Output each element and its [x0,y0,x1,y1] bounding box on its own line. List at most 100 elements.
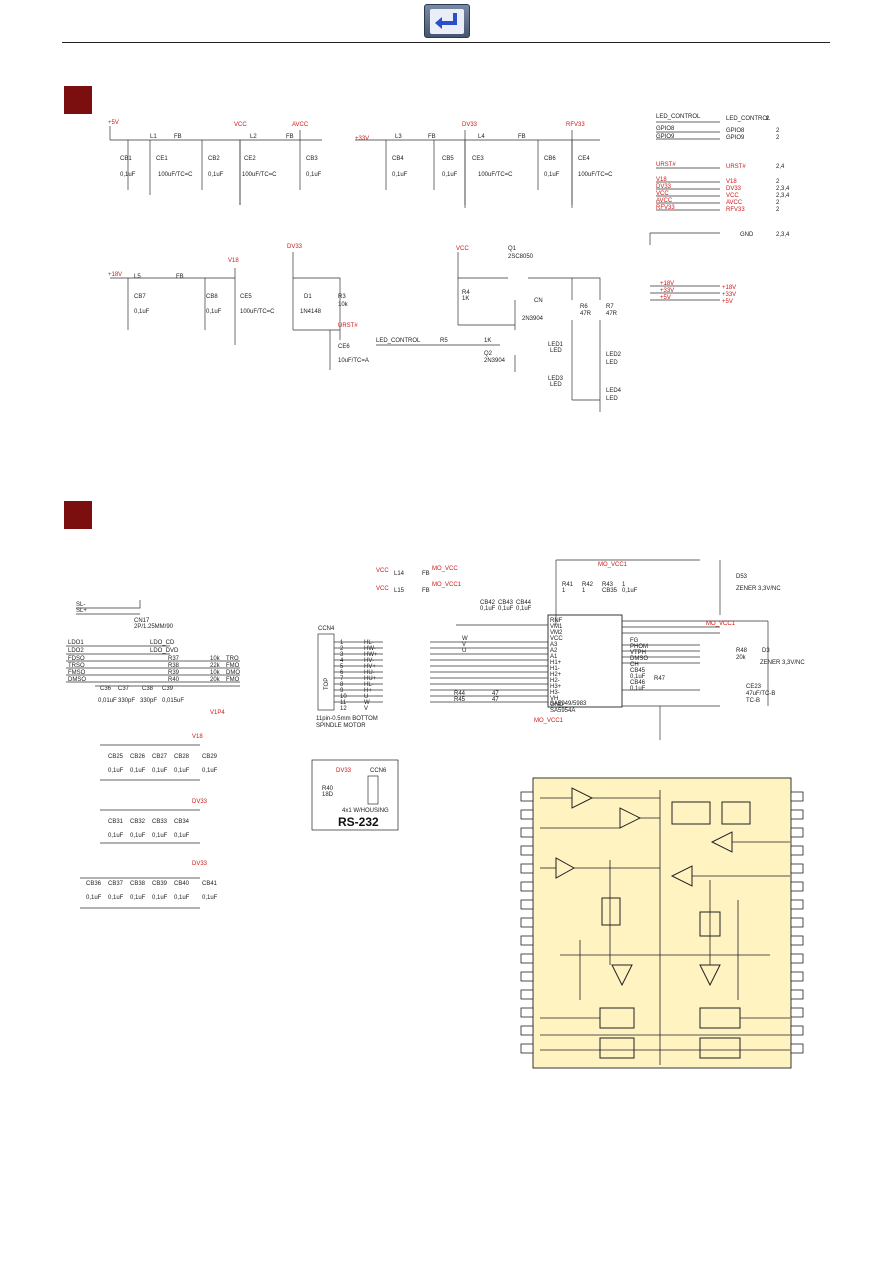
cap-label: 0,1uF [392,172,408,178]
connector-label: GPIO8 [656,126,675,132]
driver-pin: H1- [550,666,560,672]
motor-left-label: FMSO [68,670,86,676]
reg-label: 100uF/TC=C [240,309,275,315]
ffc-pin-num: 7 [340,676,344,682]
cap-label: CE3 [472,156,484,162]
motor-left-label: 10k [210,670,221,676]
power-label: FB [518,134,526,140]
motor-left-label: CN17 [134,618,150,624]
led-driver-label: LED [550,382,562,388]
motor-left-label: 20k [210,677,221,683]
cap-value: 0,1uF [130,768,146,774]
driver-resistor: R42 [582,582,594,588]
connector-label: 2 [776,135,780,141]
cap-ref: CB27 [152,754,168,760]
motor-left-label: 2P/1.25MM/90 [134,624,174,630]
motor-left-label: 330pF [118,698,135,704]
motor-left-label: C36 [100,686,112,692]
cap-label: CB2 [208,156,220,162]
power-label: L4 [478,134,485,140]
cap-label: CB1 [120,156,132,162]
driver-filter: L14 [394,571,405,577]
motor-left-label: C39 [162,686,174,692]
motor-left-label: TRSO [68,663,85,669]
led-driver-label: LED2 [606,352,622,358]
driver-pin: VCC [550,636,563,642]
driver-right-label: FG [630,638,639,644]
driver-pin: A3 [550,642,558,648]
ffc-pin: HW+ [364,652,378,658]
ffc-pin: HL- [364,640,374,646]
driver-misc: 47 [492,697,499,703]
gnd-label: GND [740,232,754,238]
block-diagram [532,777,792,1069]
cap-label: 100uF/TC=C [158,172,193,178]
driver-filter: MO_VCC [432,566,458,572]
ffc-pin-num: 10 [340,694,347,700]
driver-cap: 0,1uF [516,606,532,612]
ffc-pin: HU- [364,670,375,676]
led-driver-label: 2N3904 [484,358,506,364]
pin-ref: 2 [776,179,780,185]
rail: +33V [660,288,674,294]
ffc-pin-num: 1 [340,640,344,646]
cap-value: 0,1uF [174,768,190,774]
power-label: FB [174,134,182,140]
back-button[interactable] [424,4,470,38]
motor-left-label: C37 [118,686,130,692]
cap-ref: CB40 [174,881,190,887]
driver-right-label: CH [630,662,639,668]
led-driver-label: LED [606,396,618,402]
ffc-pin-num: 11 [340,700,347,706]
cap-ref: CB39 [152,881,168,887]
motor-left-label: LDO_DVD [150,648,179,654]
cap-ref: CB26 [130,754,146,760]
ffc-pin: HW- [364,646,376,652]
driver-pin: H1+ [550,660,562,666]
ffc-ref: CCN4 [318,626,335,632]
driver-pin: H2+ [550,672,562,678]
driver-cap: CB42 [480,600,496,606]
motor-left-label: LDO_CD [150,640,175,646]
cap-label: 100uF/TC=C [578,172,613,178]
power-label: DV33 [462,122,478,128]
cap-value: 0,1uF [202,768,218,774]
cap-ref: CB36 [86,881,102,887]
motor-left-label: V1P4 [210,710,225,716]
driver-pin: A1 [550,654,558,660]
ffc-note: SPINDLE MOTOR [316,723,366,729]
driver-pin: GND [550,702,564,708]
motor-left-label: DMO [226,670,240,676]
ffc-pin: H+ [364,688,372,694]
motor-left-label: 0,015uF [162,698,184,704]
driver-filter: VCC [376,586,389,592]
led-driver-label: R5 [440,338,448,344]
led-driver-label: CN [534,298,543,304]
led-driver-label: LED_CONTROL [376,338,421,344]
connector-label: GPIO9 [656,134,675,140]
cap-label: 0,1uF [208,172,224,178]
rs232-label: 4x1 W/HOUSING [342,808,389,814]
power-net: AVCC [726,200,743,206]
led-driver-label: 2SC8050 [508,254,534,260]
driver-right-label: 0,1uF [630,686,646,692]
driver-cap: CB44 [516,600,532,606]
led-driver-label: R4 [462,290,470,296]
led-driver-label: Q2 [484,351,493,357]
power-label: +5V [108,120,119,126]
motor-left-label: SL- [76,602,85,608]
driver-pin: H2- [550,678,560,684]
cap-value: 0,1uF [108,833,124,839]
driver-net: MO_VCC1 [534,718,564,724]
ffc-pin-num: 3 [340,652,344,658]
reg-label: 1N4148 [300,309,322,315]
motor-left-label: FMO [226,663,240,669]
reg-label: CB7 [134,294,146,300]
cap-label: 0,1uF [442,172,458,178]
power-label: L3 [395,134,402,140]
ffc-pin: HU+ [364,676,377,682]
driver-misc: U [462,648,466,654]
rs232-ref: CCN6 [370,768,387,774]
led-driver-label: LED4 [606,388,622,394]
